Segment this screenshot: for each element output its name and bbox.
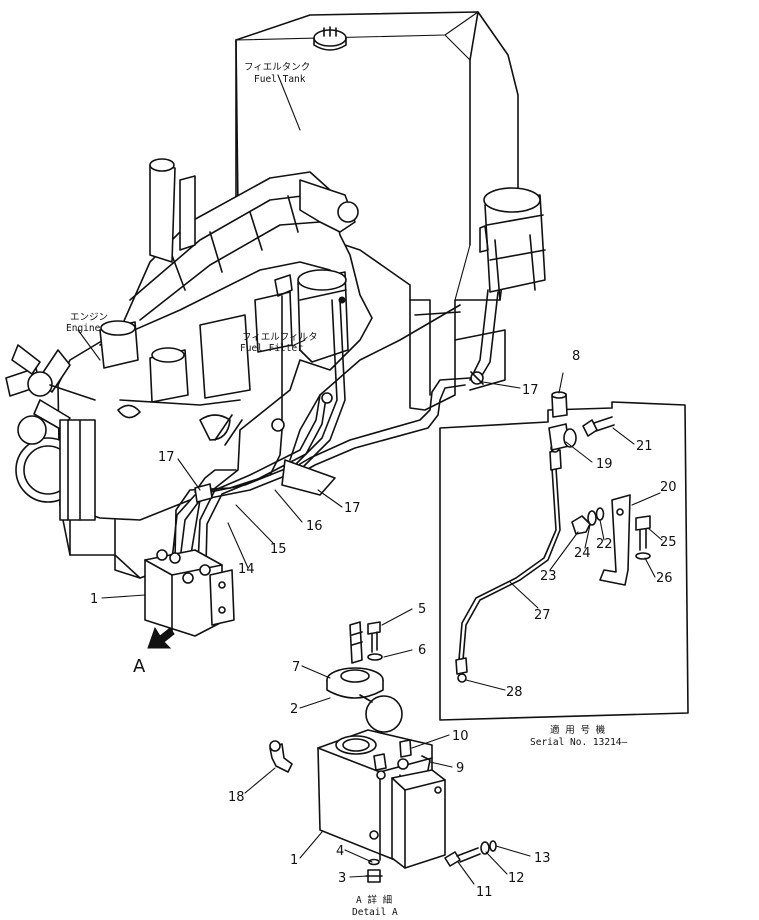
callout-11: 11 [476,885,493,900]
callout-19: 19 [596,457,613,472]
callout-20: 20 [660,480,677,495]
view-marker-label: A [133,656,146,677]
callout-13: 13 [534,851,551,866]
callout-28: 28 [506,685,523,700]
callout-15: 15 [270,542,287,557]
detail-label-jp: A 詳 細 [356,894,392,906]
fuel-tank-label-jp: フィエルタンク [244,62,310,73]
engine-label-jp: エンジン [70,312,108,323]
callout-22: 22 [596,537,613,552]
callout-21: 21 [636,439,653,454]
callout-8: 8 [572,349,580,364]
fuel-filter [274,269,349,431]
detail-a [269,621,497,883]
callout-5: 5 [418,602,426,617]
callout-16: 16 [306,519,323,534]
callout-2: 2 [290,702,298,717]
fuel-filter-label-jp: フィエルフィルタ [242,332,318,343]
callout-17: 17 [522,383,539,398]
callout-14: 14 [238,562,255,577]
callout-18: 18 [228,790,245,805]
detail-label-en: Detail A [352,907,398,918]
callout-6: 6 [418,643,426,658]
serial-label-jp: 適 用 号 機 [550,724,606,736]
sub-tank-upper [144,549,235,637]
callout-12: 12 [508,871,525,886]
callout-25: 25 [660,535,677,550]
callout-9: 9 [456,761,464,776]
water-separator [469,187,546,385]
serial-label-en: Serial No. 13214— [530,737,628,748]
callout-7: 7 [292,660,300,675]
callout-17: 17 [344,501,361,516]
fuel-tank-label-en: Fuel Tank [254,74,306,85]
engine-label-en: Engine [66,323,101,334]
callout-10: 10 [452,729,469,744]
callout-26: 26 [656,571,673,586]
callout-24: 24 [574,546,591,561]
view-arrow [147,626,175,649]
text-labels: フィエルタンク Fuel Tank エンジン Engine フィエルフィルタ F… [66,62,628,918]
callout-numbers: 1 1 2 3 4 5 6 7 8 9 10 11 12 13 14 15 16… [90,349,677,900]
fuel-tank [235,11,519,411]
callout-4: 4 [336,844,344,859]
leader-lines [77,74,663,885]
callout-27: 27 [534,608,551,623]
fuel-lines [171,299,471,566]
serial-detail-box [439,391,689,721]
callout-17: 17 [158,450,175,465]
fuel-filter-label-en: Fuel Filter [240,343,303,354]
callout-1: 1 [90,592,98,607]
engine [5,158,373,579]
callout-3: 3 [338,871,346,886]
callout-1: 1 [290,853,298,868]
callout-23: 23 [540,569,557,584]
